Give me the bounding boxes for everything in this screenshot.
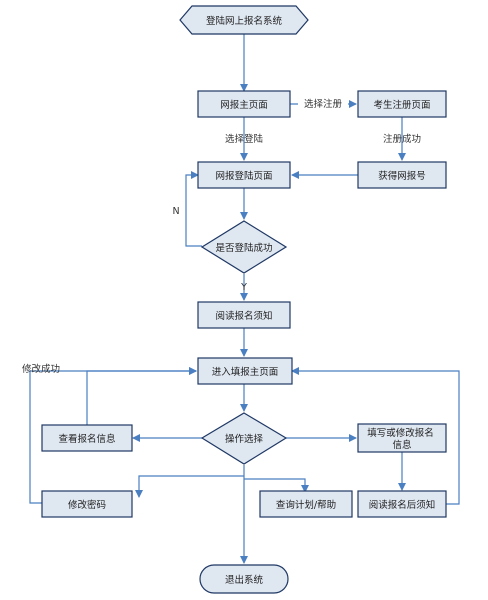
node-login-check-diamond xyxy=(200,220,288,274)
edge-view-to-fill xyxy=(86,367,197,425)
node-exit-shape xyxy=(199,564,289,594)
label-choose-register: 选择注册 xyxy=(304,98,343,110)
node-fill-main-box xyxy=(197,357,293,385)
node-query-plan-text: 查询计划/帮助 xyxy=(276,499,336,511)
node-query-plan-box xyxy=(259,490,353,518)
node-login-page-box xyxy=(197,161,291,189)
edge-operation-to-password xyxy=(135,475,244,498)
node-operation-text: 操作选择 xyxy=(225,433,264,445)
node-view-info-box xyxy=(41,424,133,452)
node-change-password-box xyxy=(41,490,133,518)
node-register-page-box xyxy=(357,90,447,118)
node-start-text: 登陆网上报名系统 xyxy=(206,15,283,27)
node-read-after-text: 阅读报名后须知 xyxy=(369,499,436,511)
node-view-info-text: 查看报名信息 xyxy=(58,433,115,445)
node-get-number-box xyxy=(357,161,447,189)
node-operation-diamond xyxy=(200,412,288,465)
label-modify-success: 修改成功 xyxy=(22,363,60,375)
node-fill-modify-text: 填写或修改报名 信息 xyxy=(367,427,437,451)
label-no: N xyxy=(172,206,179,217)
node-register-page-text: 考生注册页面 xyxy=(373,99,430,111)
edge-check-no-loop xyxy=(185,171,202,247)
node-exit-text: 退出系统 xyxy=(225,574,264,586)
node-get-number-text: 获得网报号 xyxy=(378,170,426,182)
label-choose-login: 选择登陆 xyxy=(225,133,264,145)
edge-password-to-fill xyxy=(29,367,197,504)
edge-operation-to-query xyxy=(244,478,309,493)
node-change-password-text: 修改密码 xyxy=(68,499,106,511)
node-main-page-box xyxy=(197,90,291,118)
node-login-page-text: 网报登陆页面 xyxy=(215,170,272,182)
node-read-after-box xyxy=(357,490,447,518)
label-yes: Y xyxy=(240,282,247,293)
node-login-check-text: 是否登陆成功 xyxy=(215,242,272,254)
edge-readafter-to-fill xyxy=(291,367,460,505)
label-register-success: 注册成功 xyxy=(383,133,421,145)
node-read-notice-box xyxy=(197,301,291,329)
node-start-shape xyxy=(179,5,309,35)
node-fill-modify-box xyxy=(357,423,447,453)
node-main-page-text: 网报主页面 xyxy=(220,99,268,111)
node-fill-main-text: 进入填报主页面 xyxy=(212,366,279,378)
node-read-notice-text: 阅读报名须知 xyxy=(215,310,272,322)
